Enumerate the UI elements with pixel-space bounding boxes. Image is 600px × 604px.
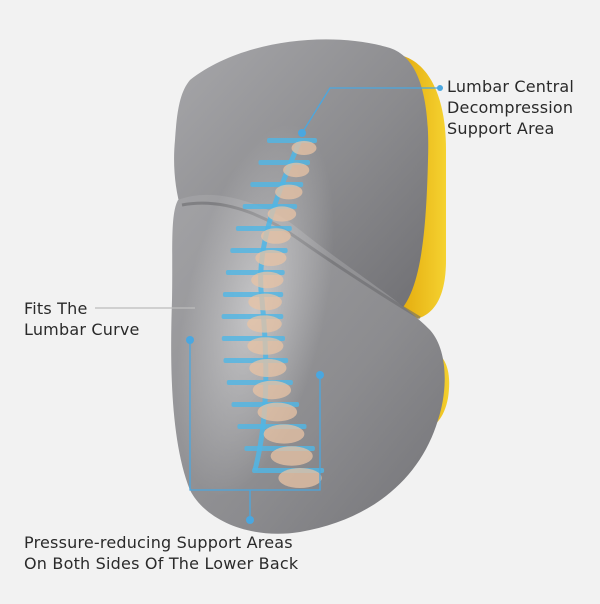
annotation-line: Lumbar Curve [24, 320, 140, 339]
annotation-fits-lumbar-curve: Fits The Lumbar Curve [24, 298, 140, 340]
annotation-dots [186, 85, 443, 524]
spine-vertebra [291, 141, 317, 155]
spine-vertebra [257, 402, 298, 422]
annotation-line: Decompression [447, 98, 574, 117]
spine-vertebra [251, 271, 284, 289]
spine-vertebra [249, 359, 287, 377]
spine-vertebra [255, 250, 287, 266]
spine-vertebra [275, 184, 303, 200]
annotation-line: Fits The [24, 299, 88, 318]
spine-illustration [221, 138, 325, 488]
spine-vertebra [267, 206, 297, 222]
annotation-line: Support Area [447, 119, 555, 138]
spine-vertebra [247, 337, 284, 355]
spine-vertebra [248, 293, 282, 311]
annotation-leaders [95, 87, 440, 520]
spine-vertebra [247, 315, 282, 333]
spine-vertebra [270, 446, 313, 466]
annotation-line: Pressure-reducing Support Areas [24, 533, 293, 552]
annotation-line: Lumbar Central [447, 77, 575, 96]
spine-vertebra [252, 380, 292, 400]
annotation-lumbar-central: Lumbar Central Decompression Support Are… [447, 76, 574, 139]
annotation-line: On Both Sides Of The Lower Back [24, 554, 299, 573]
spine-vertebra [261, 228, 291, 244]
spine-vertebra [283, 162, 310, 178]
annotation-pressure-reducing: Pressure-reducing Support Areas On Both … [24, 532, 298, 574]
spine-vertebra [263, 424, 305, 444]
spine-vertebra [278, 468, 322, 488]
